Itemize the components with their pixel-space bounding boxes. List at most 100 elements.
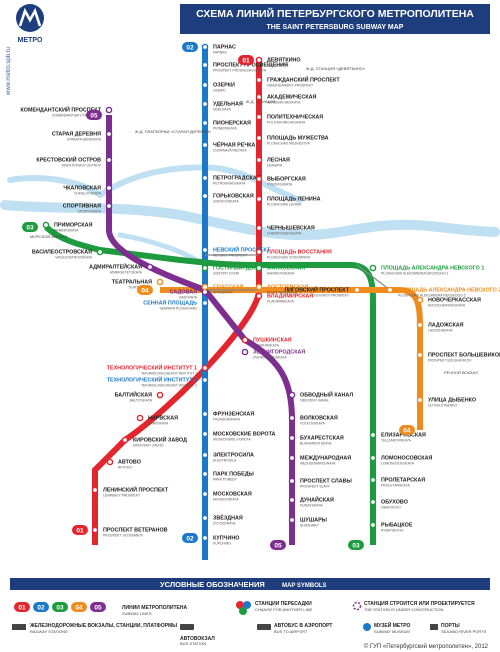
station-name-ru: ПРОСПЕКТ СЛАВЫ [300, 479, 352, 485]
station-name-ru: ПЛОЩАДЬ ВОССТАНИЯ [267, 250, 332, 256]
legend-railway-icon [12, 624, 26, 630]
copyright: © ГУП «Петербургский метрополитен», 2012 [364, 643, 489, 650]
station-name-en: DEVYATKINO [267, 64, 289, 68]
station-marker [416, 396, 424, 404]
station-marker [201, 376, 209, 384]
station-marker [255, 283, 263, 291]
station-name-ru: ПРОСПЕКТ БОЛЬШЕВИКОВ [428, 353, 500, 359]
station-name-en: PROLETARSKAYA [381, 484, 411, 488]
station-name-en: TEKHNOLOGICHESKIY INSTITUT 1 [141, 372, 197, 376]
station-name-ru: ШУШАРЫ [300, 518, 327, 524]
station-name-en: NOVOCHERKASSKAYA [428, 304, 466, 308]
river-neva [0, 164, 500, 265]
station-marker [255, 292, 263, 300]
line-4-track [160, 287, 423, 430]
legend-airport-ru: АВТОБУС В АЭРОПОРТ [274, 623, 332, 629]
station-name-ru: БУХАРЕСТСКАЯ [300, 436, 344, 442]
station-name-en: PROSPEKT SLAVY [300, 485, 331, 489]
station-marker [201, 410, 209, 418]
station-name-ru: МОСКОВСКИЕ ВОРОТА [213, 432, 276, 438]
station-name-en: PIONERSKAYA [213, 127, 238, 131]
station-name-ru: ПИОНЕРСКАЯ [213, 121, 251, 127]
station-name-en: CHERNYSHEVSKAYA [267, 232, 302, 236]
station-name-ru: УЛИЦА ДЫБЕНКО [428, 398, 476, 404]
legend-badge-l1: 01 [14, 602, 30, 612]
station-marker [416, 351, 424, 359]
station-marker [201, 100, 209, 108]
station-name-ru: ЧЁРНАЯ РЕЧКА [213, 142, 255, 149]
station-name-en: PUSHKINSKAYA [253, 344, 280, 348]
station-name-ru: ТЕХНОЛОГИЧЕСКИЙ ИНСТИТУТ 1 [107, 364, 197, 372]
station-name-en: AVTOVO [118, 466, 132, 470]
station-name-ru: ЛЕНИНСКИЙ ПРОСПЕКТ [103, 486, 169, 494]
station-name-ru: ПРОЛЕТАРСКАЯ [381, 478, 425, 484]
station-marker [42, 221, 50, 229]
title-ru: СХЕМА ЛИНИЙ ПЕТЕРБУРГСКОГО МЕТРОПОЛИТЕНА [196, 7, 474, 20]
station-name-ru: ЛЕСНАЯ [267, 158, 290, 164]
station-name-en: KIROVSKIY ZAVOD [133, 444, 164, 448]
station-marker [288, 391, 296, 399]
station-marker [369, 498, 377, 506]
line-badge-l3: 03 [22, 222, 38, 232]
legend-construction-icon [352, 601, 362, 611]
station-name-ru: КИРОВСКИЙ ЗАВОД [133, 436, 187, 444]
station-name-en: GOSTINY DVOR [213, 272, 239, 276]
station-marker [416, 296, 424, 304]
legend-title-en: MAP SYMBOLS [282, 583, 327, 589]
station-marker [201, 61, 209, 69]
station-name-en: MEZHDUNARODNAYA [300, 462, 336, 466]
note-udelnaya-rail: Ж.Д. СТАНЦИЯ [246, 99, 275, 104]
station-name-ru: СТАРАЯ ДЕРЕВНЯ [52, 132, 101, 138]
svg-text:05: 05 [94, 604, 102, 611]
legend-ports-ru: ПОРТЫ [441, 623, 460, 629]
station-name-en: NEVSKIY PROSPEKT [213, 254, 247, 258]
station-name-ru: ФРУНЗЕНСКАЯ [213, 412, 254, 418]
legend-transfer-ru: СТАНЦИИ ПЕРЕСАДКИ [255, 601, 312, 607]
legend-lines-ru: ЛИНИИ МЕТРОПОЛИТЕНА [122, 605, 187, 611]
station-marker [201, 264, 209, 272]
station-name-ru: СПОРТИВНАЯ [63, 204, 101, 210]
legend-badge-l3: 03 [52, 602, 68, 612]
legend-ports-en: SEA AND RIVER PORTS [441, 629, 487, 634]
station-name-en: FRUNZENSKAYA [213, 418, 241, 422]
station-name-en: ZVYOZDNAYA [213, 522, 236, 526]
station-name-ru: ВАСИЛЕОСТРОВСКАЯ [32, 250, 92, 256]
svg-text:04: 04 [75, 604, 83, 611]
station-marker [201, 490, 209, 498]
legend-banner [10, 578, 490, 590]
station-marker [255, 195, 263, 203]
station-name-en: NARVSKAYA [148, 422, 169, 426]
legend-museum-ru: МУЗЕЙ МЕТРО [374, 621, 411, 629]
line-badge-l1: 01 [72, 525, 88, 535]
station-name-ru: АВТОВО [118, 460, 141, 466]
station-marker [91, 486, 99, 494]
note-st-derev-rail: Ж.Д. ПЛАТФОРМА «СТАРАЯ ДЕРЕВНЯ» [135, 129, 212, 134]
station-marker [105, 156, 113, 164]
legend-transfer-icon-b [243, 601, 251, 609]
station-name-en: PARNAS [213, 51, 227, 55]
